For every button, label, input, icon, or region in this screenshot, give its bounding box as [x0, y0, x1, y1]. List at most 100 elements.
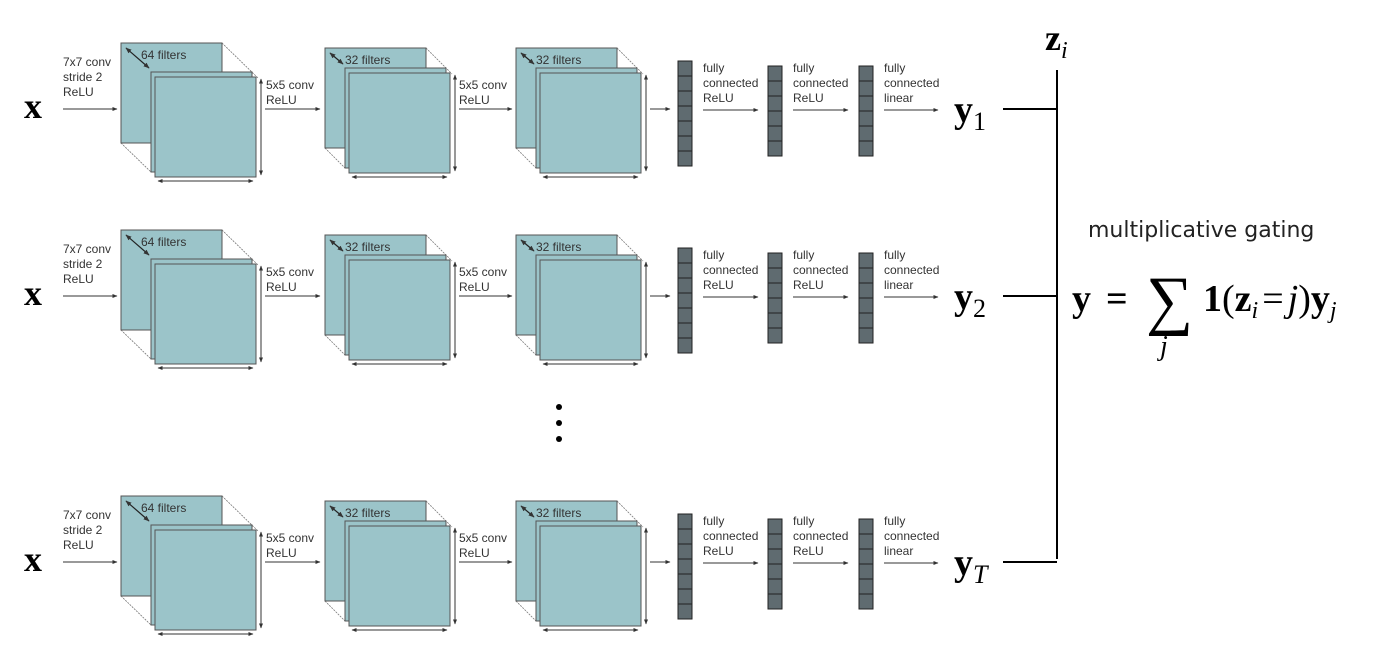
conv3-feature-maps: 32 filters	[515, 234, 648, 366]
fc-unit	[858, 297, 874, 314]
fc-unit	[858, 327, 874, 344]
conv3-feature-maps: 32 filters	[515, 47, 648, 179]
formula-equals: =	[1106, 278, 1128, 320]
fc-layer-1	[677, 513, 693, 620]
depth-arrow-icon	[125, 234, 150, 256]
filters-label: 64 filters	[141, 501, 186, 515]
fc-unit	[767, 110, 783, 127]
fc-unit	[858, 140, 874, 157]
fc-unit	[677, 262, 693, 279]
fc-unit	[767, 578, 783, 595]
fc-unit	[858, 267, 874, 284]
fc-unit	[858, 282, 874, 299]
feature-map-front	[539, 259, 642, 361]
input-label: x	[24, 273, 42, 313]
depth-arrow-icon	[520, 505, 535, 518]
filters-label: 64 filters	[141, 48, 186, 62]
fc-unit	[767, 252, 783, 269]
output-label: yT	[954, 542, 989, 589]
fc-unit	[677, 558, 693, 575]
fc-unit	[767, 267, 783, 284]
filters-label: 64 filters	[141, 235, 186, 249]
fc-unit	[858, 578, 874, 595]
filters-label: 32 filters	[345, 506, 390, 520]
fc-unit	[677, 90, 693, 107]
fc-unit	[677, 60, 693, 77]
fc-layer-2	[767, 252, 783, 344]
fc-unit	[677, 307, 693, 324]
conv2-feature-maps: 32 filters	[324, 47, 457, 179]
output-label: y1	[954, 89, 986, 136]
conv1-feature-maps: 64 filters	[120, 42, 263, 183]
formula-body: 1(zi=j)yj	[1203, 278, 1337, 324]
depth-arrow-icon	[125, 47, 150, 69]
feature-map-front	[154, 263, 257, 365]
fc-unit	[858, 252, 874, 269]
fc-unit	[677, 588, 693, 605]
gating-formula: y = ∑ j 1(zi=j)yj	[1072, 264, 1337, 362]
output-label: y2	[954, 276, 986, 323]
feature-map-front	[539, 72, 642, 174]
selector-label: zi	[1045, 18, 1068, 64]
feature-map-front	[539, 525, 642, 627]
fc-unit	[677, 603, 693, 620]
fc-layer-1	[677, 60, 693, 167]
fc-unit	[767, 297, 783, 314]
fc-unit	[767, 65, 783, 82]
fc-unit	[677, 337, 693, 354]
fc-layer-2	[767, 65, 783, 157]
fc-unit	[858, 593, 874, 610]
depth-arrow-icon	[520, 52, 535, 65]
filters-label: 32 filters	[345, 53, 390, 67]
fc-layer-1	[677, 247, 693, 354]
depth-arrow-icon	[329, 239, 344, 252]
fc-unit	[767, 125, 783, 142]
fc-unit	[677, 247, 693, 264]
feature-map-front	[348, 72, 451, 174]
input-label: x	[24, 86, 42, 126]
fc-unit	[767, 533, 783, 550]
fc-unit	[767, 312, 783, 329]
fc-unit	[858, 110, 874, 127]
feature-map-front	[154, 529, 257, 631]
fc-unit	[767, 518, 783, 535]
fc-unit	[858, 533, 874, 550]
formula-sum: ∑	[1146, 264, 1193, 337]
fc-unit	[677, 120, 693, 137]
fc-unit	[858, 125, 874, 142]
fc-unit	[858, 518, 874, 535]
conv3-feature-maps: 32 filters	[515, 500, 648, 632]
filters-label: 32 filters	[536, 53, 581, 67]
depth-arrow-icon	[329, 52, 344, 65]
fc-layer-3	[858, 518, 874, 610]
conv2-feature-maps: 32 filters	[324, 500, 457, 632]
formula-lhs: y	[1072, 278, 1091, 320]
fc-unit	[767, 95, 783, 112]
fc-unit	[677, 75, 693, 92]
fc-unit	[677, 528, 693, 545]
filters-label: 32 filters	[345, 240, 390, 254]
depth-arrow-icon	[520, 239, 535, 252]
gate: zi multiplicative gating y = ∑ j 1(zi=j)…	[1045, 18, 1337, 559]
fc-layer-3	[858, 252, 874, 344]
fc-unit	[677, 150, 693, 167]
fc-unit	[858, 95, 874, 112]
